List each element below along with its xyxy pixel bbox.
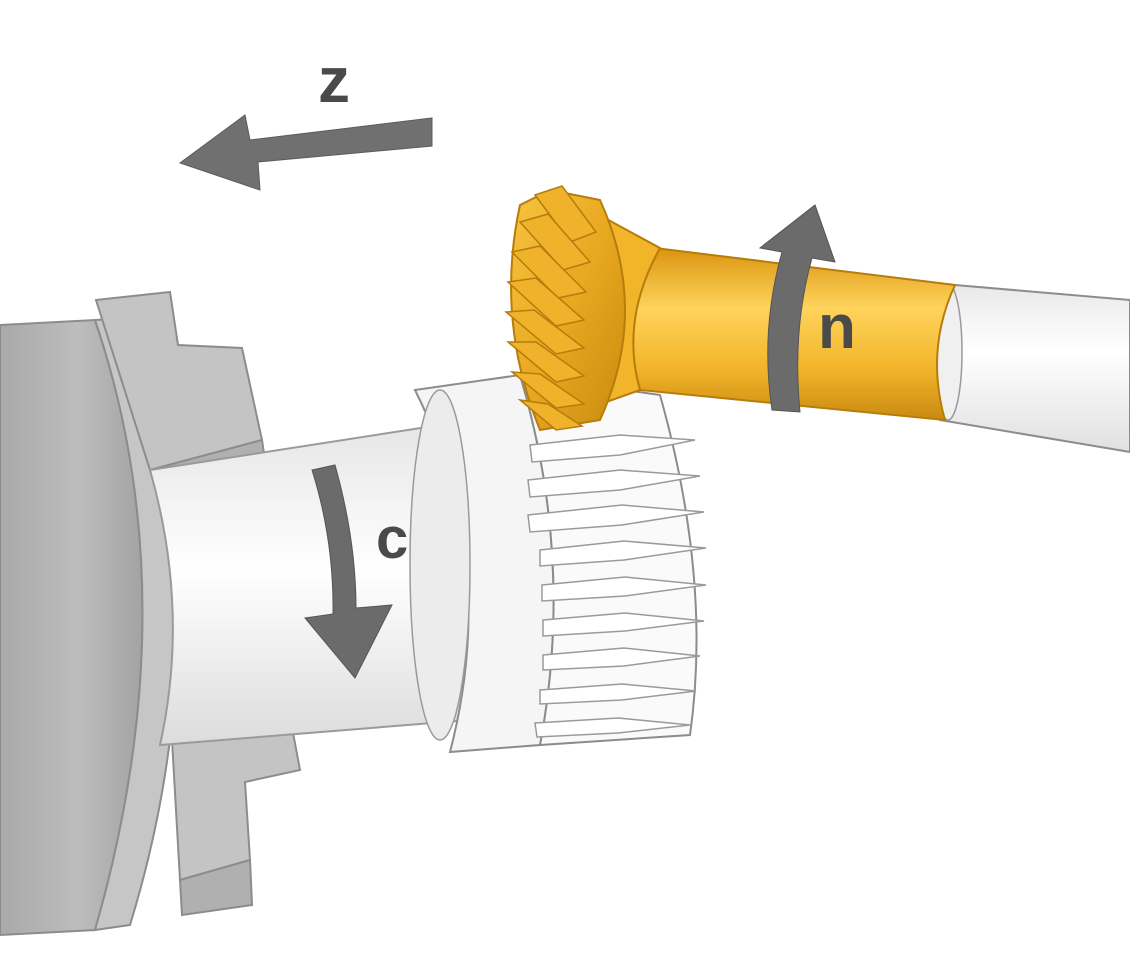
arrow-left-icon	[178, 114, 433, 191]
tool-holder-body	[934, 283, 1130, 454]
label-n: n	[818, 293, 856, 362]
tool-rotation-arrow-shape	[758, 204, 836, 413]
tool-cutter-gear	[504, 185, 626, 432]
workpiece-gear-bore	[409, 389, 471, 741]
workpiece-gear-teeth	[527, 434, 707, 738]
rotate-down-arrow-icon	[304, 464, 393, 679]
work-rotation-arrow-shape	[304, 464, 393, 679]
skiving-tool	[504, 185, 957, 432]
workpiece-gear	[409, 373, 707, 754]
label-c: c	[376, 506, 408, 571]
chuck-jaw-lower-side	[178, 858, 254, 917]
chuck	[0, 290, 302, 937]
shaft-body	[148, 423, 472, 747]
label-z: z	[318, 44, 350, 116]
cutter-gear-teeth	[504, 185, 598, 431]
feed-arrow-shape	[178, 114, 433, 191]
rotate-up-arrow-icon	[758, 204, 836, 413]
workpiece-shaft	[148, 423, 472, 747]
tool-holder	[933, 283, 1130, 454]
